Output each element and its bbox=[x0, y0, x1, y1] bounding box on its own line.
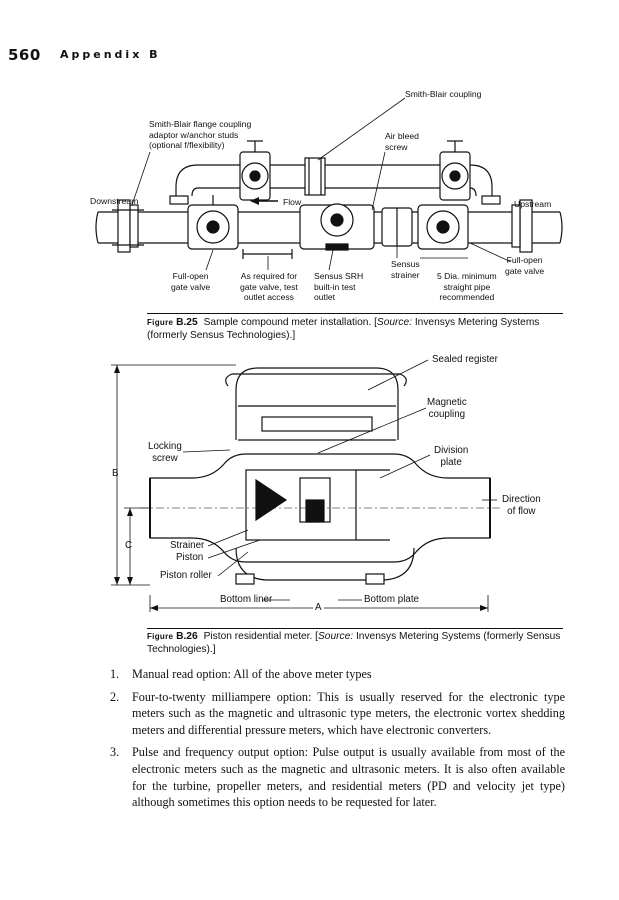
label-sealed-register: Sealed register bbox=[432, 354, 498, 365]
label-locking-screw: Locking screw bbox=[148, 441, 182, 464]
label-division-plate: Division plate bbox=[434, 445, 469, 468]
label-flange-coupling: Smith-Blair flange coupling adaptor w/an… bbox=[149, 119, 252, 150]
label-as-required: As required for gate valve, test outlet … bbox=[240, 271, 298, 302]
label-downstream: Downstream bbox=[90, 196, 139, 206]
label-dimension-b: B bbox=[112, 468, 119, 479]
bottom-plate bbox=[235, 547, 415, 585]
b26-leaders bbox=[182, 359, 497, 601]
dimension-lines bbox=[111, 364, 489, 612]
option-list: 1. Manual read option: All of the above … bbox=[110, 666, 565, 817]
label-air-bleed-screw: Air bleed screw bbox=[385, 131, 419, 152]
bypass-coupling bbox=[304, 157, 326, 196]
label-smith-blair-coupling: Smith-Blair coupling bbox=[405, 89, 482, 99]
upstream-coupling bbox=[511, 199, 533, 253]
downstream-coupling bbox=[112, 199, 144, 253]
bypass-valve-left bbox=[239, 140, 271, 201]
right-gate-valve bbox=[417, 204, 469, 250]
label-piston-roller: Piston roller bbox=[160, 570, 212, 581]
flow-arrow-icon bbox=[250, 197, 278, 205]
caption-rule-b25 bbox=[147, 313, 563, 314]
label-strainer: Strainer bbox=[170, 540, 205, 551]
list-item: 2. Four-to-twenty milliampere option: Th… bbox=[110, 689, 565, 737]
compound-meter bbox=[299, 203, 375, 251]
page-number: 560 bbox=[8, 46, 41, 64]
caption-rule-b26 bbox=[147, 628, 563, 629]
list-item: 1. Manual read option: All of the above … bbox=[110, 667, 372, 681]
label-magnetic-coupling: Magnetic coupling bbox=[427, 397, 467, 420]
list-item: 3. Pulse and frequency output option: Pu… bbox=[110, 745, 565, 810]
label-upstream: Upstream bbox=[514, 199, 552, 209]
running-title: Appendix B bbox=[60, 48, 161, 61]
label-dimension-a: A bbox=[313, 602, 324, 614]
label-direction-of-flow: Direction of flow bbox=[502, 494, 541, 517]
label-bottom-liner: Bottom liner bbox=[220, 594, 273, 605]
label-full-open-gate-valve-right: Full-open gate valve bbox=[505, 255, 545, 276]
sealed-register bbox=[225, 367, 407, 441]
measuring-chamber bbox=[245, 469, 390, 541]
corner-flanges bbox=[169, 195, 501, 205]
spacer-dimension bbox=[242, 249, 293, 259]
left-gate-valve bbox=[187, 195, 239, 250]
label-sensus-srh: Sensus SRH built-in test outlet bbox=[314, 271, 364, 302]
label-straight-pipe: 5 Dia. minimum straight pipe recommended bbox=[437, 271, 497, 302]
label-bottom-plate: Bottom plate bbox=[364, 594, 420, 605]
label-flow: Flow bbox=[283, 197, 302, 207]
label-dimension-c: C bbox=[125, 540, 133, 551]
b25-leaders bbox=[131, 97, 512, 271]
label-sensus-strainer: Sensus strainer bbox=[391, 259, 420, 280]
dimension-arrows bbox=[114, 365, 488, 611]
label-full-open-gate-valve-left: Full-open gate valve bbox=[171, 271, 211, 292]
bypass-valve-right bbox=[439, 140, 471, 201]
label-piston: Piston bbox=[176, 552, 204, 563]
